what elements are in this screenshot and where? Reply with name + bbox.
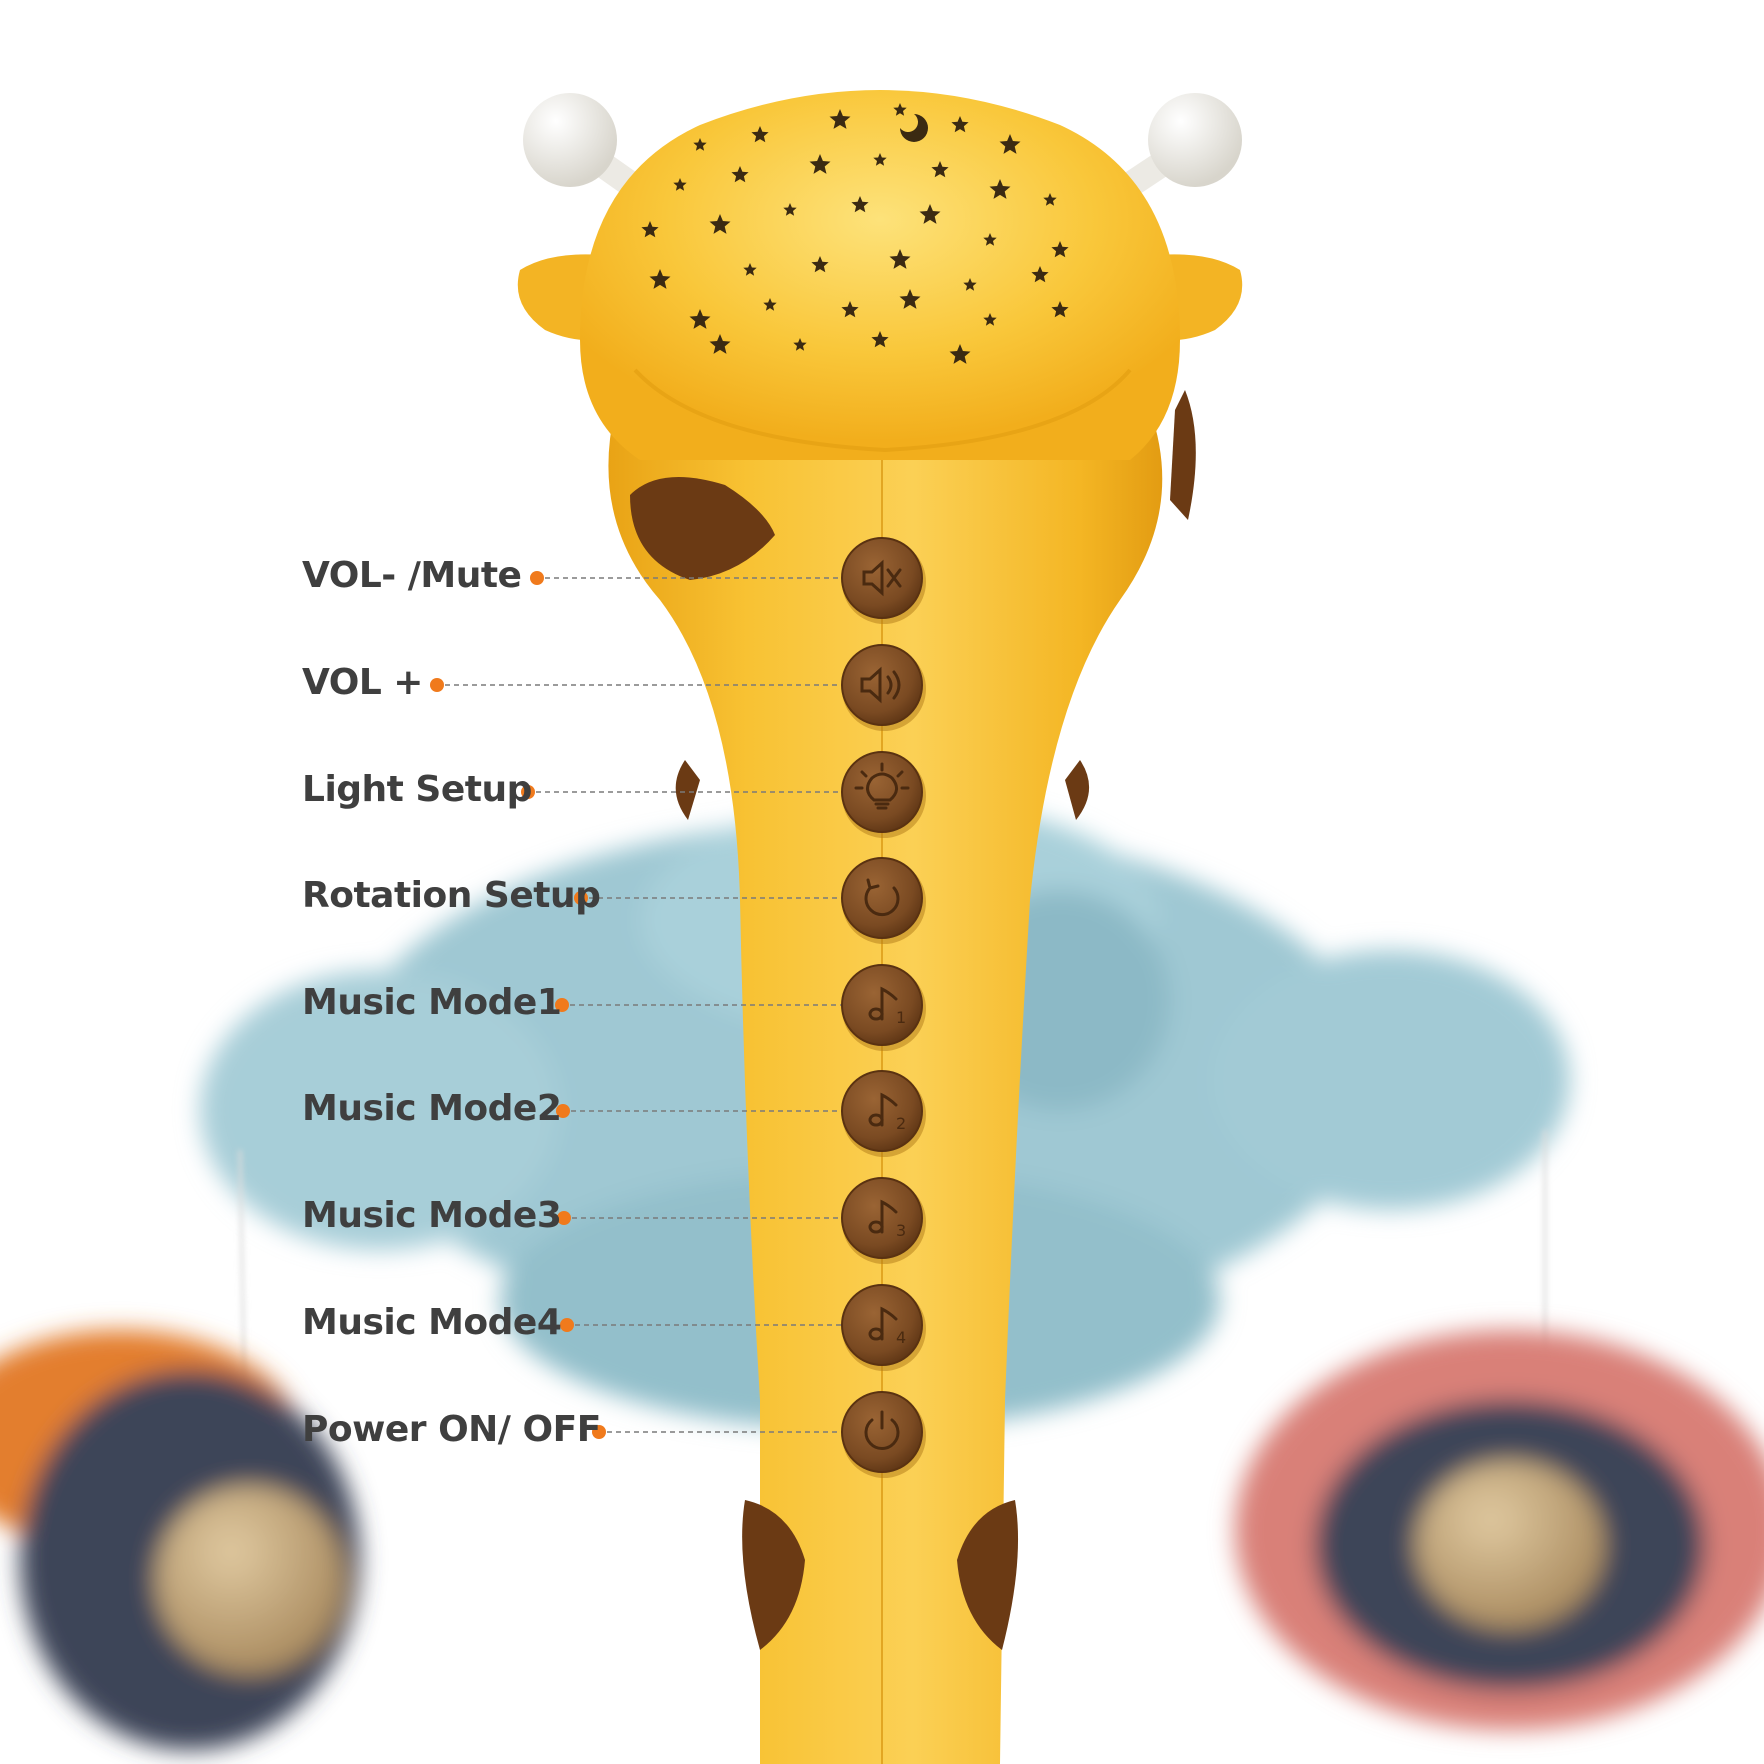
music-note-4-icon [868,1306,898,1341]
power-icon [864,1410,900,1450]
star-icon [829,109,851,129]
star-icon [873,153,887,166]
star-icon [1031,266,1049,283]
control-button-music-note-2[interactable]: 2 [841,1070,926,1157]
star-icon [951,116,969,133]
control-button-music-note-1[interactable]: 1 [841,964,926,1051]
star-icon [919,204,941,224]
label-dot [592,1425,606,1439]
star-icon [983,233,997,246]
leader-lines [430,571,842,1439]
control-button-volume-mute[interactable] [841,537,926,624]
star-icon [931,161,949,178]
music-note-2-icon [868,1092,898,1127]
control-label: Music Mode4 [302,1302,562,1343]
volume-up-icon [860,666,901,704]
star-icon [983,313,997,326]
star-icon [811,256,829,273]
star-icon [851,196,869,213]
star-icon [893,103,907,116]
label-dot [521,785,535,799]
star-dome-rim [633,368,1132,453]
rotation-icon [864,878,900,917]
star-icon [783,203,797,216]
music-note-1-icon [868,986,898,1021]
control-label: Music Mode1 [302,982,562,1023]
star-pattern [641,103,1069,364]
control-button-light-bulb[interactable] [841,751,926,838]
star-icon [841,301,859,318]
music-note-3-icon [868,1199,898,1234]
star-icon [1043,193,1057,206]
control-button-volume-up[interactable] [841,644,926,731]
control-label: Music Mode3 [302,1195,562,1236]
control-label: Power ON/ OFF [302,1409,601,1450]
music-mode-number: 1 [896,1008,906,1027]
label-dot [530,571,544,585]
control-label: Music Mode2 [302,1088,562,1129]
label-dot [555,998,569,1012]
control-button-rotation[interactable] [841,857,926,944]
label-dot [430,678,444,692]
star-icon [809,154,831,174]
star-icon [743,263,757,276]
volume-mute-icon [862,559,902,597]
music-mode-number: 3 [896,1221,906,1240]
star-icon [889,249,911,269]
star-icon [963,278,977,291]
star-icon [871,331,889,348]
control-button-power[interactable] [841,1391,926,1478]
star-icon [949,344,971,364]
star-icon [899,289,921,309]
neck-spots [675,390,1196,1650]
label-dot [557,1211,571,1225]
left-pendant [0,1330,360,1750]
control-label: VOL- /Mute [302,555,522,596]
label-dot [560,1318,574,1332]
label-dot [556,1104,570,1118]
star-icon [689,309,711,329]
right-pendant [1235,1330,1764,1730]
star-icon [649,269,671,289]
star-icon [1051,301,1069,318]
star-icon [709,334,731,354]
star-icon [693,138,707,151]
label-dot [574,891,588,905]
music-mode-number: 4 [896,1328,906,1347]
star-icon [999,134,1021,154]
giraffe-eye [630,477,775,580]
star-icon [1051,241,1069,258]
control-label: VOL + [302,662,423,703]
control-label: Rotation Setup [302,875,601,916]
star-icon [731,166,749,183]
giraffe-head [580,90,1180,460]
control-button-music-note-4[interactable]: 4 [841,1284,926,1371]
star-icon [989,179,1011,199]
star-icon [709,214,731,234]
control-button-music-note-3[interactable]: 3 [841,1177,926,1264]
star-icon [763,298,777,311]
star-icon [793,338,807,351]
music-mode-number: 2 [896,1114,906,1133]
control-label: Light Setup [302,769,532,810]
moon-icon [900,114,928,142]
control-buttons: 1 2 3 4 [841,537,926,1478]
light-bulb-icon [854,762,910,810]
antennae [523,93,1242,218]
star-icon [641,221,659,238]
star-icon [673,178,687,191]
star-icon [751,126,769,143]
